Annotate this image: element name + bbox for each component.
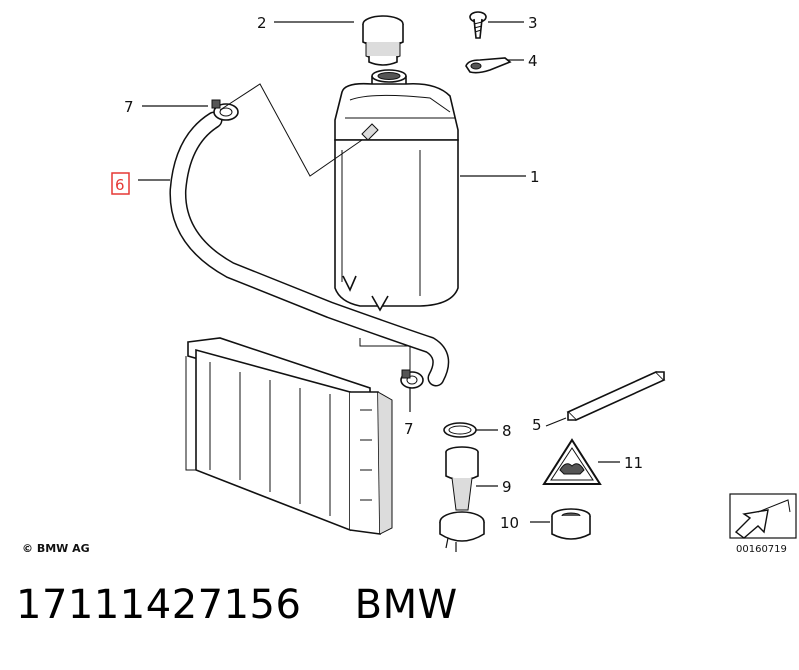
brand-name: BMW	[354, 582, 458, 628]
hose-clamp-upper	[211, 99, 239, 121]
callout-1: 1	[530, 168, 540, 186]
callout-7-lower: 7	[404, 420, 414, 438]
callout-10: 10	[500, 514, 519, 532]
callout-11: 11	[624, 454, 643, 472]
foam-strip	[566, 371, 666, 421]
callout-6: 6	[115, 176, 125, 194]
o-ring	[443, 422, 477, 438]
part-number: 17111427156	[16, 582, 302, 628]
callout-6-highlight	[111, 172, 130, 195]
callout-3: 3	[528, 14, 538, 32]
expansion-tank	[334, 69, 459, 312]
hose-clamp-lower	[400, 369, 424, 389]
screw	[469, 11, 487, 39]
leader-lines	[138, 21, 620, 523]
diagram-number: 00160719	[736, 544, 787, 555]
callout-4: 4	[528, 52, 538, 70]
part-identification: 17111427156 BMW	[16, 582, 786, 642]
hot-coolant-warning-triangle-icon	[542, 438, 602, 485]
copyright-notice: © BMW AG	[22, 542, 90, 555]
callout-5: 5	[532, 416, 542, 434]
diagram-arrow-icon	[729, 493, 797, 539]
callout-7-upper: 7	[124, 98, 134, 116]
callout-9: 9	[502, 478, 512, 496]
callout-8: 8	[502, 422, 512, 440]
expansion-tank-cap	[362, 15, 404, 66]
sleeve-nut	[551, 508, 591, 540]
radiator	[185, 337, 393, 535]
callout-2: 2	[257, 14, 267, 32]
bracket	[465, 57, 512, 74]
coolant-hose	[169, 111, 450, 387]
coolant-level-sensor	[439, 446, 485, 552]
